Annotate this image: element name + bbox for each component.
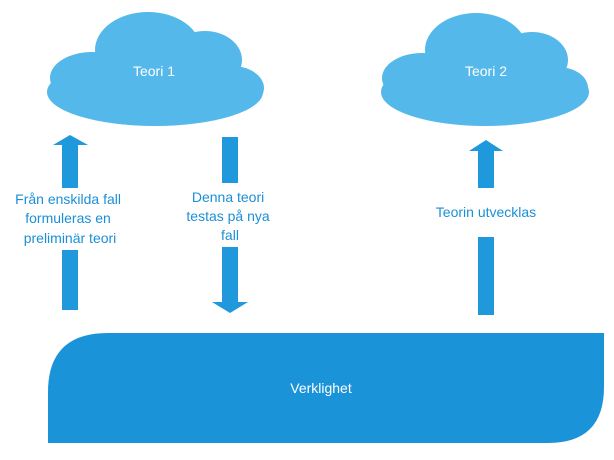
cloud-2-label: Teori 2 xyxy=(465,63,507,79)
cloud-node-teori-2: Teori 2 xyxy=(381,13,589,126)
cloud-1-shape xyxy=(47,12,264,126)
left-arrow-tail xyxy=(62,250,78,310)
edge-middle-down-arrow xyxy=(212,137,248,313)
cloud-node-teori-1: Teori 1 xyxy=(47,12,264,126)
left-arrow-head xyxy=(53,135,88,188)
edge-right-label: Teorin utvecklas xyxy=(436,204,536,220)
edge-middle-label-line-2: testas på nya xyxy=(186,208,269,224)
middle-arrow-head xyxy=(212,247,248,313)
middle-arrow-tail xyxy=(222,137,238,183)
edge-left-label-line-1: Från enskilda fall xyxy=(15,191,121,207)
ground-node-verklighet: Verklighet xyxy=(48,333,604,443)
edge-middle-label: Denna teori testas på nya fall xyxy=(186,189,273,243)
edge-left-label: Från enskilda fall formuleras en prelimi… xyxy=(15,191,125,246)
edge-right-up-arrow xyxy=(469,140,503,315)
right-arrow-tail xyxy=(478,237,494,315)
right-arrow-head xyxy=(469,140,503,188)
cloud-1-label: Teori 1 xyxy=(133,63,175,79)
edge-right-label-line-1: Teorin utvecklas xyxy=(436,204,536,220)
ground-label: Verklighet xyxy=(290,380,352,396)
ground-shape xyxy=(48,333,604,443)
edge-left-up-arrow xyxy=(53,135,88,310)
edge-left-label-line-3: preliminär teori xyxy=(24,230,117,246)
cloud-2-shape xyxy=(381,13,589,126)
edge-middle-label-line-1: Denna teori xyxy=(192,189,264,205)
edge-middle-label-line-3: fall xyxy=(221,227,239,243)
edge-left-label-line-2: formuleras en xyxy=(25,210,111,226)
